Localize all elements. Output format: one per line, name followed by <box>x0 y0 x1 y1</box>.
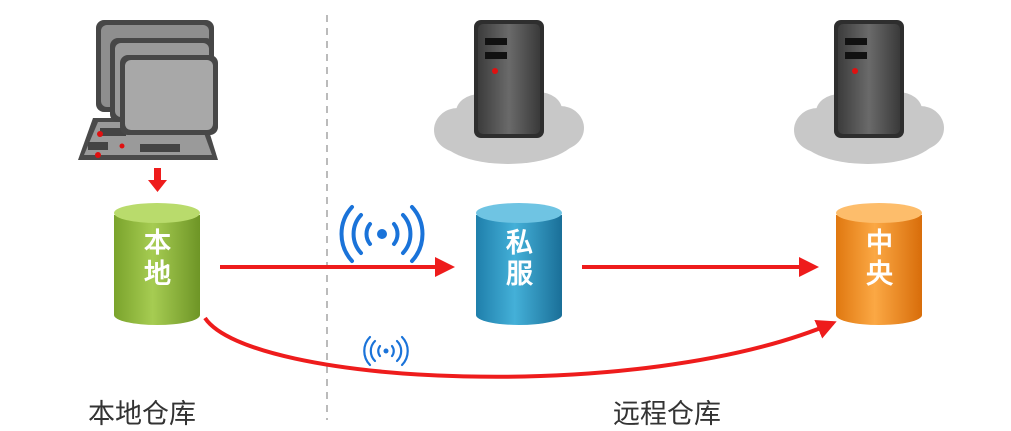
remote-repository-section-label: 远程仓库 <box>613 399 721 430</box>
computer-cluster-icon <box>78 20 218 160</box>
central-repo-cylinder <box>836 203 922 325</box>
server-tower-icon <box>834 20 904 138</box>
local-repo-cylinder <box>114 203 200 325</box>
server-tower-icon <box>474 20 544 138</box>
local-repo-label: 本地 <box>139 228 170 290</box>
local-to-central-curved-arrow <box>203 316 837 379</box>
local-repository-section-label: 本地仓库 <box>88 399 196 430</box>
local-down-arrow <box>148 168 167 192</box>
central-repo-label: 中央 <box>861 228 892 290</box>
private-repo-label: 私服 <box>501 228 532 290</box>
wifi-signal-icon <box>339 205 425 263</box>
private-repo-cylinder <box>476 203 562 325</box>
wifi-signal-icon <box>363 335 409 367</box>
